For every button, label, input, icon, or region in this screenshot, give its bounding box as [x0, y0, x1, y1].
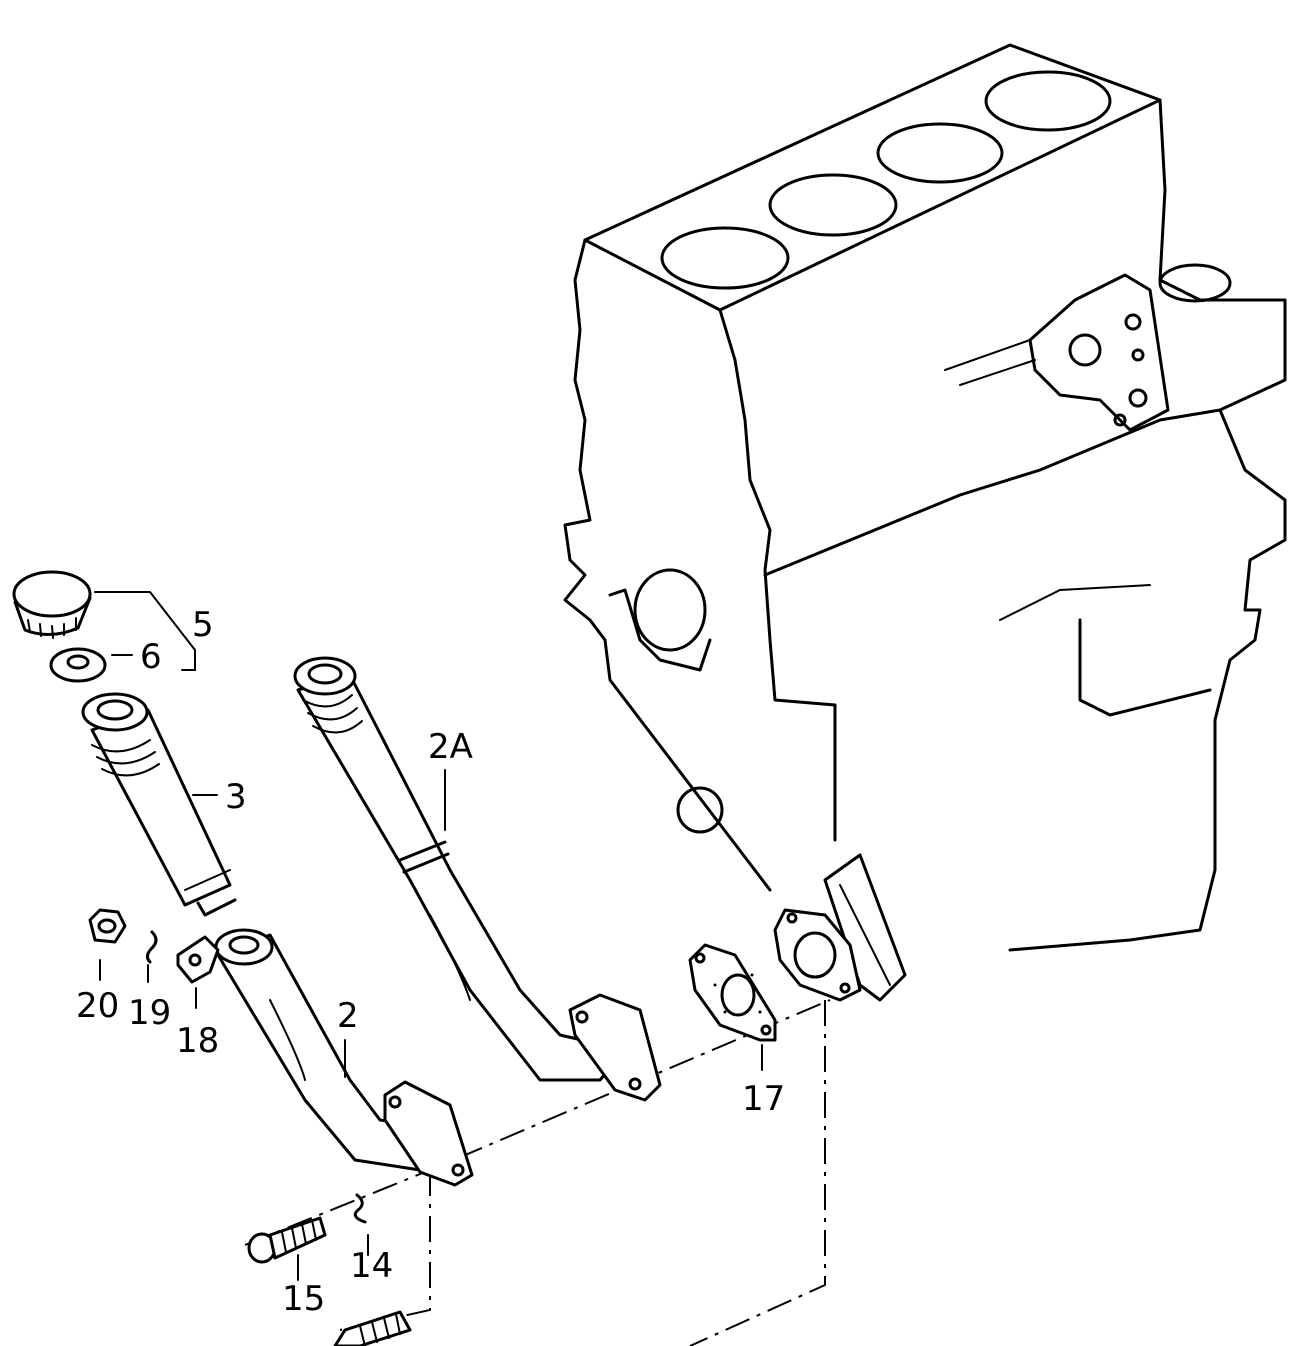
- callout-6: 6: [140, 637, 162, 677]
- part-15-bolt: [247, 1216, 327, 1264]
- callout-labels: 5 6 3 2A 2 17 20 19 18 14 15: [76, 605, 785, 1319]
- callout-5: 5: [192, 605, 214, 645]
- part-19-spring-washer: [145, 930, 158, 964]
- callout-2a: 2A: [428, 727, 473, 767]
- callout-19: 19: [128, 993, 171, 1033]
- engine-block: [563, 43, 1287, 1002]
- part-20-nut: [88, 908, 127, 944]
- callout-3: 3: [225, 777, 247, 817]
- callout-15: 15: [282, 1279, 325, 1319]
- callout-18: 18: [176, 1021, 219, 1061]
- part-18-clip: [176, 935, 220, 984]
- part-6-washer: [49, 647, 107, 683]
- part-14-spring-washer: [353, 1193, 367, 1224]
- callout-17: 17: [742, 1079, 785, 1119]
- part-2-pipe: [214, 928, 474, 1187]
- part-17-gasket: [688, 943, 777, 1042]
- callout-14: 14: [350, 1246, 393, 1286]
- part-3-tube: [81, 692, 237, 917]
- leader-lines: [94, 591, 763, 1281]
- bolt-bottom: [333, 1310, 412, 1346]
- part-2a-pipe: [293, 656, 662, 1102]
- callout-2: 2: [337, 996, 359, 1036]
- part-5-cap: [12, 570, 92, 639]
- callout-20: 20: [76, 986, 119, 1026]
